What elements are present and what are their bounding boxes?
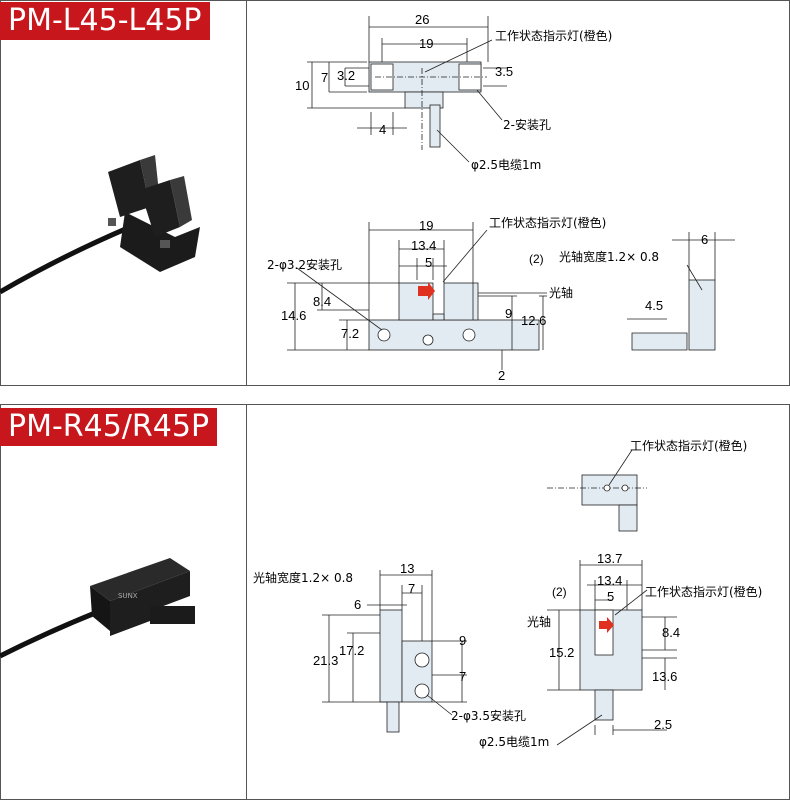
drawing-l45: 26 19 10 7 3.2 3.5 4 工作状态指示灯(橙色) 2-安装孔 φ… xyxy=(247,0,789,385)
dim-h-total-front: 14.6 xyxy=(281,308,307,323)
product-photo-l45 xyxy=(0,42,246,385)
r45-dim-h9: 9 xyxy=(459,633,467,648)
dim-front-width: 19 xyxy=(419,218,434,233)
r45-dim-h-mid: 17.2 xyxy=(339,643,365,658)
dim-hole-w: 4 xyxy=(379,122,387,137)
front-view xyxy=(368,282,540,351)
r45-axis: 光轴 xyxy=(527,615,552,629)
axis-label: 光轴 xyxy=(549,286,574,300)
divider xyxy=(246,0,247,386)
beam-label: 光轴宽度1.2× 0.8 xyxy=(559,250,660,264)
dim-h-total: 10 xyxy=(295,78,310,93)
r45-dim-w-small: 6 xyxy=(354,597,362,612)
dim-front-span: 13.4 xyxy=(411,238,437,253)
dim-gap-side: (2) xyxy=(529,252,544,266)
section-title-2: PM-R45/R45P xyxy=(0,408,218,446)
mount-label: 2-安装孔 xyxy=(503,118,551,132)
r45-top-indicator: 工作状态指示灯(橙色) xyxy=(630,439,748,453)
r45-cable: φ2.5电缆1m xyxy=(479,735,550,749)
dim-bottom: 2 xyxy=(498,368,506,383)
r45-dim-width-r: 13.7 xyxy=(597,551,623,566)
front-indicator-label: 工作状态指示灯(橙色) xyxy=(489,216,607,230)
r45-dim-h-right: 8.4 xyxy=(662,625,681,640)
r45-dim-gap: 5 xyxy=(607,589,615,604)
dim-hole-h: 3.2 xyxy=(337,68,356,83)
dim-side-w: 6 xyxy=(701,232,709,247)
front-mount-label: 2-φ3.2安装孔 xyxy=(267,258,342,272)
dim-h-upper: 8.4 xyxy=(313,294,332,309)
dim-hole-r: 3.5 xyxy=(495,64,514,79)
side-view xyxy=(631,279,716,351)
cable-label: φ2.5电缆1m xyxy=(471,158,542,172)
dim-h-slot-front: 9 xyxy=(505,306,513,321)
r45-dim-bottom: 2.5 xyxy=(654,717,673,732)
r45-dim-h-left: 15.2 xyxy=(549,645,575,660)
dim-h-slot: 7 xyxy=(321,70,329,85)
r45-right-indicator: 工作状态指示灯(橙色) xyxy=(645,585,763,599)
r45-dim-h-total: 21.3 xyxy=(313,653,339,668)
r45-mount-label: 2-φ3.5安装孔 xyxy=(451,709,526,723)
drawing-r45: 工作状态指示灯(橙色) 光轴宽度1.2× 0.8 13 7 6 21.3 17.… xyxy=(247,405,789,799)
r45-dim-inner: 7 xyxy=(408,581,416,596)
section-title: PM-L45-L45P xyxy=(0,2,210,40)
svg-text:SUNX: SUNX xyxy=(118,592,138,600)
dim-h-lower: 7.2 xyxy=(341,326,360,341)
divider-2 xyxy=(246,404,247,800)
product-photo-r45: SUNX xyxy=(0,446,246,799)
r45-dim-width: 13 xyxy=(400,561,415,576)
dim-front-gap: 5 xyxy=(425,255,433,270)
dim-width: 26 xyxy=(415,12,430,27)
dim-h-right: 12.6 xyxy=(521,313,547,328)
dim-side-h: 4.5 xyxy=(645,298,664,313)
r45-dim-gap-side: (2) xyxy=(552,585,567,599)
indicator-label: 工作状态指示灯(橙色) xyxy=(495,29,613,43)
r45-dim-span: 13.4 xyxy=(597,573,623,588)
r45-beam-label: 光轴宽度1.2× 0.8 xyxy=(253,571,354,585)
dim-pitch: 19 xyxy=(419,36,434,51)
r45-dim-h-bottom: 13.6 xyxy=(652,669,678,684)
r45-dim-h7: 7 xyxy=(459,669,467,684)
